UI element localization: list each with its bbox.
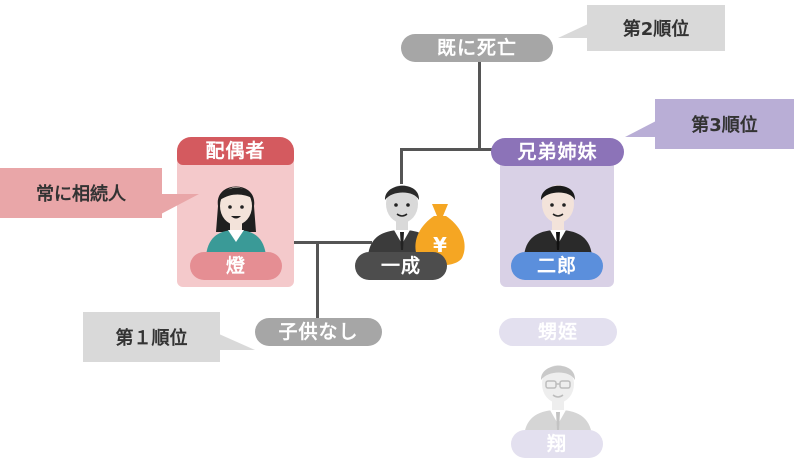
callout-rank2: 第2順位 — [587, 5, 725, 51]
woman-avatar-icon — [206, 186, 266, 256]
callout-rank3-tail — [625, 121, 656, 137]
children-vertical-line — [316, 241, 319, 321]
parents-status-pill: 既に死亡 — [401, 34, 553, 62]
callout-rank1: 第１順位 — [83, 312, 220, 362]
nephew-name-pill: 翔 — [511, 430, 603, 458]
sibling-horizontal-line — [400, 148, 534, 151]
callout-always-heir-tail — [161, 194, 199, 214]
siblings-role-pill: 兄弟姉妹 — [491, 138, 624, 166]
callout-rank3: 第3順位 — [655, 99, 794, 149]
callout-rank1-tail — [219, 334, 255, 350]
callout-rank1-label: 第１順位 — [115, 328, 188, 349]
nephew-role-pill: 甥姪 — [499, 318, 617, 346]
callout-always-heir: 常に相続人 — [0, 168, 162, 218]
deceased-vertical-line — [400, 148, 403, 184]
spouse-name-pill: 燈 — [190, 252, 282, 280]
yen-symbol: ¥ — [433, 233, 447, 257]
parents-vertical-line — [478, 60, 481, 150]
callout-always-heir-label: 常に相続人 — [36, 184, 126, 205]
spouse-role-pill: 配偶者 — [177, 137, 294, 165]
man-glasses-avatar-icon — [524, 365, 592, 436]
children-status-pill: 子供なし — [255, 318, 382, 346]
sibling-man-avatar-icon — [524, 185, 592, 256]
deceased-name-pill: 一成 — [355, 252, 447, 280]
sibling-name-pill: 二郎 — [511, 252, 603, 280]
callout-rank2-tail — [558, 24, 588, 38]
callout-rank3-label: 第3順位 — [691, 115, 758, 136]
callout-rank2-label: 第2順位 — [622, 19, 690, 40]
